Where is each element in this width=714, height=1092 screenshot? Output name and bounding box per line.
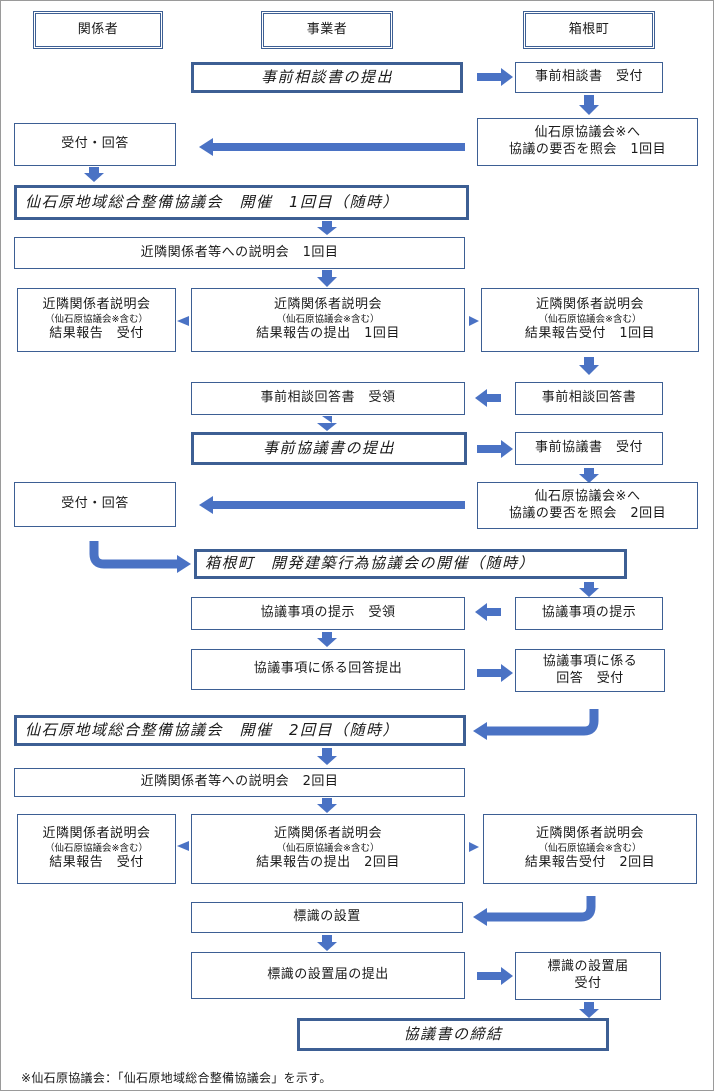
step-deliberation-answer-submit: 協議事項に係る回答提出 <box>191 649 465 690</box>
step-sign-notice-submit: 標識の設置届の提出 <box>191 952 465 999</box>
arrow-down <box>579 357 599 375</box>
arrow-down <box>317 270 337 287</box>
step-inquiry-1: 仙石原協議会※へ協議の要否を照会 1回目 <box>477 118 698 166</box>
arrow-right <box>469 316 479 326</box>
step-briefing-1: 近隣関係者等への説明会 1回目 <box>14 237 465 269</box>
step-report-submit-2: 近隣関係者説明会（仙石原協議会※含む）結果報告の提出 2回目 <box>191 814 465 884</box>
arrow-left <box>199 138 465 156</box>
step-deliberation-answer-receive: 協議事項に係る回答 受付 <box>515 649 665 692</box>
arrow-down <box>317 632 337 647</box>
header-business-operator: 事業者 <box>261 11 393 49</box>
step-report-submit-1: 近隣関係者説明会（仙石原協議会※含む）結果報告の提出 1回目 <box>191 288 465 352</box>
step-pre-deliberation-receive: 事前協議書 受付 <box>515 432 663 465</box>
footnote: ※仙石原協議会：「仙石原地域総合整備協議会」を示す。 <box>21 1071 332 1085</box>
step-reception-reply-1: 受付・回答 <box>14 123 176 166</box>
step-report-receive-1: 近隣関係者説明会（仙石原協議会※含む）結果報告受付 1回目 <box>481 288 699 352</box>
arrow-right <box>177 555 191 573</box>
step-deliberation-items-receipt: 協議事項の提示 受領 <box>191 597 465 630</box>
arrow-down <box>317 416 337 431</box>
arrow-down <box>579 582 599 597</box>
arrow-left <box>199 496 465 514</box>
step-pre-consultation-answer-receipt: 事前相談回答書 受領 <box>191 382 465 415</box>
arrow-down <box>84 167 104 182</box>
arrow-right <box>469 842 479 852</box>
arrow-down <box>317 221 337 235</box>
step-sign-install: 標識の設置 <box>191 902 463 933</box>
arrow-down <box>317 748 337 765</box>
curved-connector <box>485 709 599 736</box>
arrow-right <box>477 664 513 682</box>
step-briefing-2: 近隣関係者等への説明会 2回目 <box>14 768 465 797</box>
step-pre-consultation-receive: 事前相談書 受付 <box>515 62 663 93</box>
arrow-down <box>579 95 599 115</box>
arrow-right <box>477 967 513 985</box>
step-deliberation-items-present: 協議事項の提示 <box>515 597 663 630</box>
step-reception-reply-2: 受付・回答 <box>14 482 176 527</box>
curved-connector <box>485 896 596 922</box>
arrow-right <box>477 440 513 458</box>
arrow-left <box>473 908 487 926</box>
step-pre-consultation-submit: 事前相談書の提出 <box>191 62 463 93</box>
step-town-development-meeting: 箱根町 開発建築行為協議会の開催（随時） <box>194 549 627 579</box>
step-pre-deliberation-submit: 事前協議書の提出 <box>191 432 467 465</box>
arrow-down <box>317 798 337 813</box>
arrow-right <box>477 68 513 86</box>
step-council-meeting-2: 仙石原地域総合整備協議会 開催 2回目（随時） <box>14 715 466 746</box>
step-agreement-conclusion: 協議書の締結 <box>297 1018 609 1051</box>
arrow-left <box>177 841 189 851</box>
curved-connector <box>89 541 177 569</box>
step-report-stakeholder-2: 近隣関係者説明会（仙石原協議会※含む）結果報告 受付 <box>17 814 176 884</box>
step-report-stakeholder-1: 近隣関係者説明会（仙石原協議会※含む）結果報告 受付 <box>17 288 176 352</box>
step-report-receive-2: 近隣関係者説明会（仙石原協議会※含む）結果報告受付 2回目 <box>483 814 697 884</box>
step-council-meeting-1: 仙石原地域総合整備協議会 開催 1回目（随時） <box>14 185 469 220</box>
arrow-left <box>475 389 501 407</box>
arrow-left <box>475 603 501 621</box>
header-hakone-town: 箱根町 <box>523 11 655 49</box>
arrow-down <box>317 935 337 951</box>
arrow-down <box>579 468 599 483</box>
arrow-down <box>579 1002 599 1018</box>
step-pre-consultation-answer: 事前相談回答書 <box>515 382 663 415</box>
header-stakeholders: 関係者 <box>33 11 163 49</box>
step-sign-notice-receive: 標識の設置届受付 <box>515 952 661 1000</box>
arrow-left <box>473 722 487 740</box>
arrow-left <box>177 316 189 326</box>
step-inquiry-2: 仙石原協議会※へ協議の要否を照会 2回目 <box>477 482 698 529</box>
